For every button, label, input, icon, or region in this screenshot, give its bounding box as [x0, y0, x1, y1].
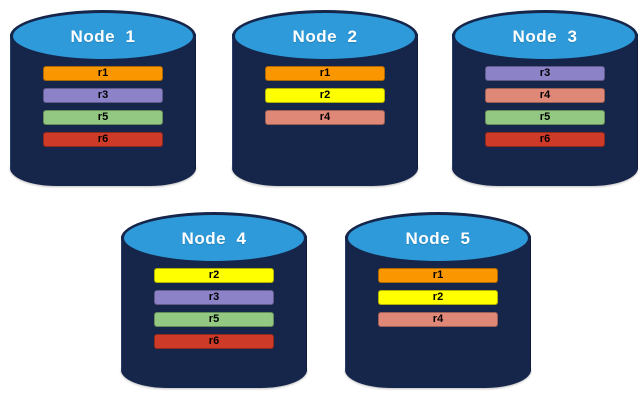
replica-bar[interactable]: r2 — [378, 290, 498, 305]
replica-bar[interactable]: r1 — [43, 66, 163, 81]
replica-bar[interactable]: r6 — [154, 334, 274, 349]
replica-label: r4 — [319, 111, 331, 123]
replica-label: r1 — [319, 67, 331, 79]
cylinder-top-lid: Node 5 — [345, 212, 531, 264]
replica-bar[interactable]: r5 — [43, 110, 163, 125]
replica-list: r3 r4 r5 r6 — [485, 66, 605, 147]
replica-list: r1 r2 r4 — [265, 66, 385, 125]
node-cylinder-4[interactable]: Node 4 r2 r3 r5 r6 — [121, 212, 307, 388]
replica-bar[interactable]: r1 — [378, 268, 498, 283]
replica-bar[interactable]: r5 — [485, 110, 605, 125]
replica-label: r3 — [97, 89, 109, 101]
replica-label: r4 — [432, 313, 444, 325]
replica-bar[interactable]: r1 — [265, 66, 385, 81]
node-title: Node 2 — [292, 26, 358, 46]
node-title: Node 5 — [405, 228, 471, 248]
replica-label: r6 — [539, 133, 551, 145]
replica-bar[interactable]: r2 — [154, 268, 274, 283]
replica-label: r4 — [539, 89, 551, 101]
replica-list: r2 r3 r5 r6 — [154, 268, 274, 349]
cylinder-top-lid: Node 1 — [10, 10, 196, 62]
replica-bar[interactable]: r6 — [485, 132, 605, 147]
node-title: Node 1 — [70, 26, 136, 46]
node-title: Node 4 — [181, 228, 247, 248]
replica-bar[interactable]: r6 — [43, 132, 163, 147]
cylinder-shape: Node 4 — [121, 212, 307, 388]
cylinder-top-lid: Node 2 — [232, 10, 418, 62]
replica-label: r2 — [208, 269, 220, 281]
replica-label: r5 — [539, 111, 551, 123]
node-cylinder-5[interactable]: Node 5 r1 r2 r4 — [345, 212, 531, 388]
replica-list: r1 r3 r5 r6 — [43, 66, 163, 147]
replica-bar[interactable]: r5 — [154, 312, 274, 327]
replica-bar[interactable]: r3 — [154, 290, 274, 305]
replica-label: r6 — [97, 133, 109, 145]
replica-label: r6 — [208, 335, 220, 347]
node-title: Node 3 — [512, 26, 578, 46]
replica-bar[interactable]: r2 — [265, 88, 385, 103]
node-cylinder-1[interactable]: Node 1 r1 r3 r5 r6 — [10, 10, 196, 186]
replica-label: r5 — [97, 111, 109, 123]
replica-label: r2 — [319, 89, 331, 101]
replica-label: r5 — [208, 313, 220, 325]
replica-bar[interactable]: r3 — [485, 66, 605, 81]
node-cylinder-3[interactable]: Node 3 r3 r4 r5 r6 — [452, 10, 638, 186]
replica-label: r3 — [539, 67, 551, 79]
replica-label: r1 — [97, 67, 109, 79]
node-cylinder-2[interactable]: Node 2 r1 r2 r4 — [232, 10, 418, 186]
replica-label: r3 — [208, 291, 220, 303]
replica-label: r1 — [432, 269, 444, 281]
cylinder-top-lid: Node 3 — [452, 10, 638, 62]
replica-bar[interactable]: r4 — [265, 110, 385, 125]
cylinder-top-lid: Node 4 — [121, 212, 307, 264]
replica-bar[interactable]: r3 — [43, 88, 163, 103]
replica-bar[interactable]: r4 — [485, 88, 605, 103]
replica-list: r1 r2 r4 — [378, 268, 498, 327]
replica-bar[interactable]: r4 — [378, 312, 498, 327]
replica-label: r2 — [432, 291, 444, 303]
